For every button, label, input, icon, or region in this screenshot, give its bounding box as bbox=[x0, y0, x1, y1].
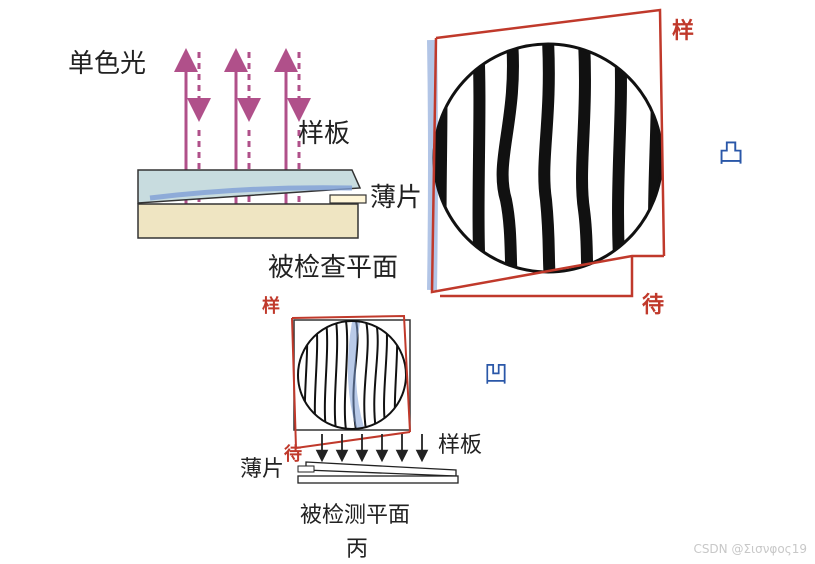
small-light-arrows bbox=[315, 434, 429, 463]
figure-label: 丙 bbox=[346, 537, 368, 562]
monochromatic-light-label: 单色光 bbox=[68, 49, 146, 79]
small-fringe-circle bbox=[297, 320, 407, 430]
watermark: CSDN @Σισνφος19 bbox=[693, 542, 807, 556]
sample-plate-label: 样板 bbox=[298, 119, 350, 149]
light-rays bbox=[174, 48, 311, 205]
air-wedge-highlight bbox=[149, 185, 353, 201]
large-top-annotation: 样 bbox=[672, 18, 694, 44]
inspected-plane-label: 被检查平面 bbox=[268, 253, 398, 283]
large-annotation-frame bbox=[430, 8, 666, 298]
inspected-plane bbox=[137, 203, 359, 239]
thin-sheet bbox=[329, 194, 367, 204]
small-inspected-plane-label: 被检测平面 bbox=[300, 503, 410, 528]
large-bottom-annotation: 待 bbox=[642, 292, 664, 318]
small-fringe-highlight bbox=[347, 321, 364, 430]
small-mark: 凹 bbox=[484, 360, 508, 388]
small-inspected-plane bbox=[297, 475, 459, 484]
small-bottom-annotation: 待 bbox=[284, 443, 302, 465]
small-top-annotation: 样 bbox=[262, 295, 280, 317]
large-mark: 凸 bbox=[718, 139, 744, 169]
small-annotation-frame bbox=[291, 314, 411, 450]
small-sample-plate-label: 样板 bbox=[438, 433, 482, 458]
small-sample-plate bbox=[305, 461, 457, 477]
thin-sheet-label: 薄片 bbox=[370, 183, 422, 213]
small-thin-sheet-label: 薄片 bbox=[240, 457, 284, 482]
small-thin-sheet bbox=[297, 465, 315, 473]
